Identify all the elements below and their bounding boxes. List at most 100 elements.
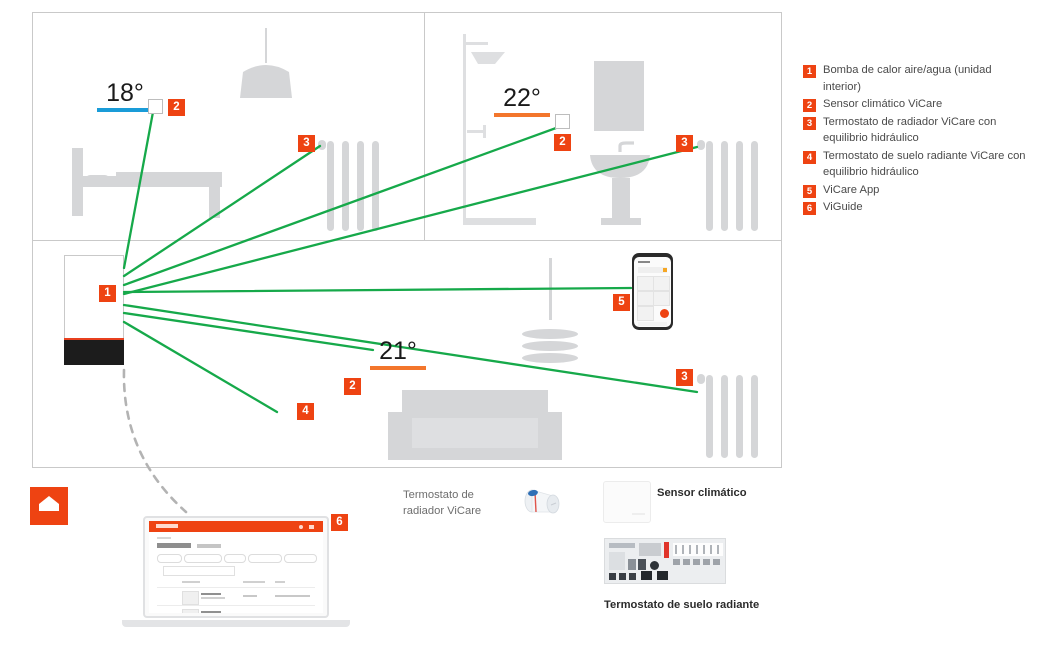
viguide-row-sub: [201, 597, 225, 599]
radiator-fin: [357, 141, 364, 231]
radiator-fin: [327, 141, 334, 231]
viguide-filter-chip[interactable]: [284, 554, 317, 563]
ft-rail-tick: [703, 545, 705, 554]
badge-bedroom-sensor[interactable]: 2: [168, 99, 185, 116]
heat-pump-accent-stripe: [64, 338, 124, 340]
badge-bathroom-radiator[interactable]: 3: [676, 135, 693, 152]
radiator-fin: [721, 375, 728, 458]
climate-sensor-bathroom[interactable]: [555, 114, 570, 129]
phone-tab-bar[interactable]: [638, 321, 667, 326]
smartphone-vicare-app[interactable]: [632, 253, 673, 330]
phone-title: [638, 260, 650, 263]
link-heatpump-living-radiator: [122, 303, 699, 394]
legend-item: 3 Termostato de radiador ViCare con equi…: [803, 114, 1031, 147]
ft-dial: [650, 561, 659, 570]
phone-card[interactable]: [637, 290, 654, 306]
phone-card[interactable]: [637, 275, 654, 291]
climate-sensor-bedroom[interactable]: [148, 99, 163, 114]
legend-badge: 3: [803, 116, 816, 130]
radiator-fin: [751, 141, 758, 231]
phone-status-dot: [663, 267, 667, 272]
legend-badge: 2: [803, 99, 816, 112]
link-heatpump-bathroom-radiator: [122, 145, 699, 296]
bathroom-temperature: 22°: [494, 85, 550, 117]
legend-label: Sensor climático ViCare: [823, 96, 942, 113]
viguide-row-cell: [275, 595, 310, 597]
badge-bedroom-radiator[interactable]: 3: [298, 135, 315, 152]
badge-vicare-app[interactable]: 5: [613, 294, 630, 311]
laptop-screen: [149, 521, 323, 613]
link-heatpump-floor-thermostat: [122, 320, 279, 414]
ceiling-lamp-rod: [265, 28, 267, 63]
viguide-filter-chip[interactable]: [224, 554, 246, 563]
viguide-row-title: [201, 611, 221, 613]
viguide-search-input[interactable]: [163, 566, 235, 576]
shower-tray: [463, 218, 536, 225]
badge-floor-thermostat[interactable]: 4: [297, 403, 314, 420]
shower-handle-end: [483, 125, 486, 138]
phone-card[interactable]: [637, 305, 654, 321]
bathroom-temperature-underline: [494, 113, 550, 117]
bathroom-temperature-value: 22°: [503, 84, 541, 112]
caption-radiator-thermostat-line2: radiador ViCare: [403, 505, 482, 517]
legend-label-line1: ViCare App: [823, 183, 880, 196]
laptop-base: [122, 620, 350, 627]
legend-item: 2 Sensor climático ViCare: [803, 96, 1031, 113]
badge-living-radiator[interactable]: 3: [676, 369, 693, 386]
legend-label: Termostato de suelo radiante ViCare con …: [823, 148, 1026, 181]
shower-handle-bar: [467, 130, 485, 133]
radiator-fin: [706, 141, 713, 231]
viguide-col-header: [182, 581, 200, 583]
legend-badge: 4: [803, 150, 816, 164]
legend-item: 6 ViGuide: [803, 199, 1031, 216]
viguide-page-title: [157, 543, 191, 548]
wall-vertical-upper: [424, 12, 426, 240]
bathroom-cabinet: [594, 61, 644, 131]
ft-terminal: [619, 573, 626, 580]
shower-head-icon: [471, 52, 505, 64]
viguide-user-icon[interactable]: [309, 525, 314, 529]
bed-headboard: [72, 148, 83, 216]
legend-badge: 1: [803, 65, 816, 78]
phone-card[interactable]: [653, 275, 670, 291]
sofa-seat: [412, 418, 538, 448]
radiator-valve-living: [697, 374, 705, 384]
viguide-search-icon[interactable]: [299, 525, 303, 529]
ft-channel: [703, 559, 710, 565]
badge-bathroom-sensor[interactable]: 2: [554, 134, 571, 151]
ft-terminal-large: [657, 571, 668, 580]
viguide-filter-chip[interactable]: [248, 554, 282, 563]
home-icon[interactable]: [30, 487, 68, 525]
ft-left-block: [609, 552, 625, 570]
phone-card[interactable]: [653, 290, 670, 306]
caption-radiator-thermostat: Termostato de radiador ViCare: [403, 487, 513, 519]
ft-rail-tick: [696, 545, 698, 554]
viguide-filter-chip[interactable]: [157, 554, 182, 563]
radiator-fin: [721, 141, 728, 231]
viguide-app-header: [149, 521, 323, 532]
pendant-lamp-disc: [522, 353, 578, 363]
badge-viguide[interactable]: 6: [331, 514, 348, 531]
caption-climate-sensor: Sensor climático: [657, 487, 747, 499]
viguide-filter-chip[interactable]: [184, 554, 222, 563]
viguide-row-cell: [243, 595, 257, 597]
badge-living-sensor[interactable]: 2: [344, 378, 361, 395]
badge-heat-pump[interactable]: 1: [99, 285, 116, 302]
legend-label: ViGuide: [823, 199, 863, 216]
ft-switch: [628, 559, 636, 570]
ft-rail-tick: [710, 545, 712, 554]
sink-pedestal-foot: [601, 218, 641, 225]
ft-terminal: [629, 573, 636, 580]
phone-screen: [634, 256, 671, 327]
living-temperature-underline: [370, 366, 426, 370]
viguide-row-thumb: [182, 591, 199, 605]
ft-terminal-block: [639, 543, 661, 556]
phone-fab-button[interactable]: [660, 308, 669, 318]
climate-sensor-product: [603, 481, 651, 523]
ft-channel: [693, 559, 700, 565]
legend-label: ViCare App: [823, 182, 879, 199]
link-heatpump-bedroom-sensor: [122, 110, 155, 270]
legend-item: 1 Bomba de calor aire/agua (unidad inter…: [803, 62, 1031, 95]
